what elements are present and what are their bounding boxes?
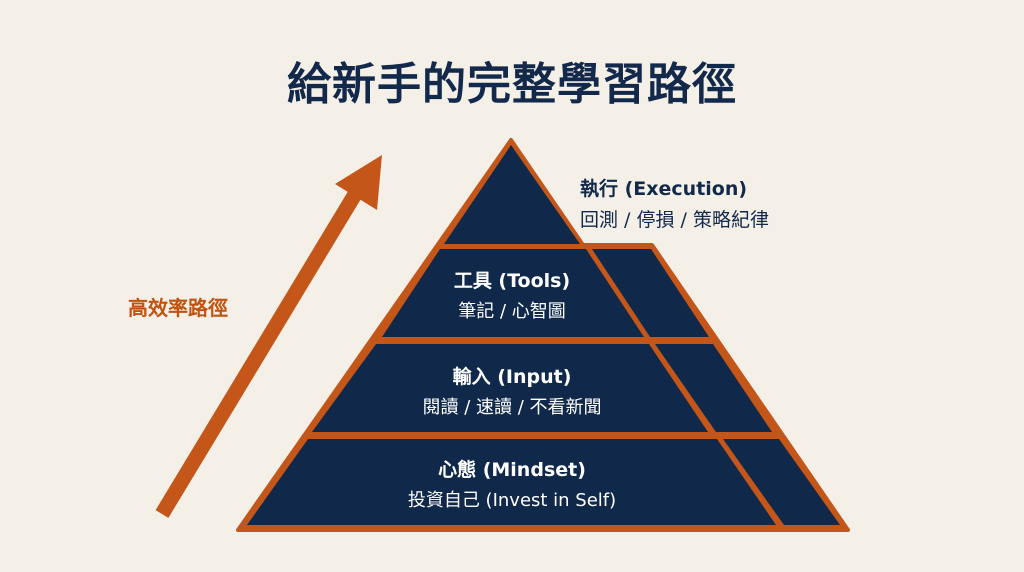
tier-detail: 筆記 / 心智圖 [458, 301, 566, 322]
tier-tools-label: 工具 (Tools) 筆記 / 心智圖 [412, 266, 612, 323]
tier-heading: 輸入 (Input) [452, 366, 572, 388]
tier-detail: 閱讀 / 速讀 / 不看新聞 [422, 397, 602, 418]
tier-detail: 回測 / 停損 / 策略紀律 [580, 209, 769, 231]
tier-execution [444, 145, 580, 244]
page-title: 給新手的完整學習路徑 [287, 59, 737, 110]
tier-input-label: 輸入 (Input) 閱讀 / 速讀 / 不看新聞 [362, 362, 662, 419]
tier-execution-label: 執行 (Execution) 回測 / 停損 / 策略紀律 [580, 174, 769, 232]
tier-detail: 投資自己 (Invest in Self) [407, 490, 617, 511]
tier-heading: 心態 (Mindset) [438, 459, 586, 481]
tier-mindset-front [247, 439, 776, 525]
tier-heading: 執行 (Execution) [580, 178, 748, 200]
tier-input-front [312, 344, 708, 432]
growth-arrow [155, 155, 382, 518]
tier-input-side [655, 344, 772, 432]
arrow-label: 高效率路徑 [128, 296, 228, 320]
tier-mindset-label: 心態 (Mindset) 投資自己 (Invest in Self) [342, 455, 682, 512]
tier-tools-front [382, 249, 644, 337]
tier-mindset-side [723, 439, 840, 525]
tier-tools-side [592, 249, 709, 337]
tier-heading: 工具 (Tools) [453, 270, 571, 292]
